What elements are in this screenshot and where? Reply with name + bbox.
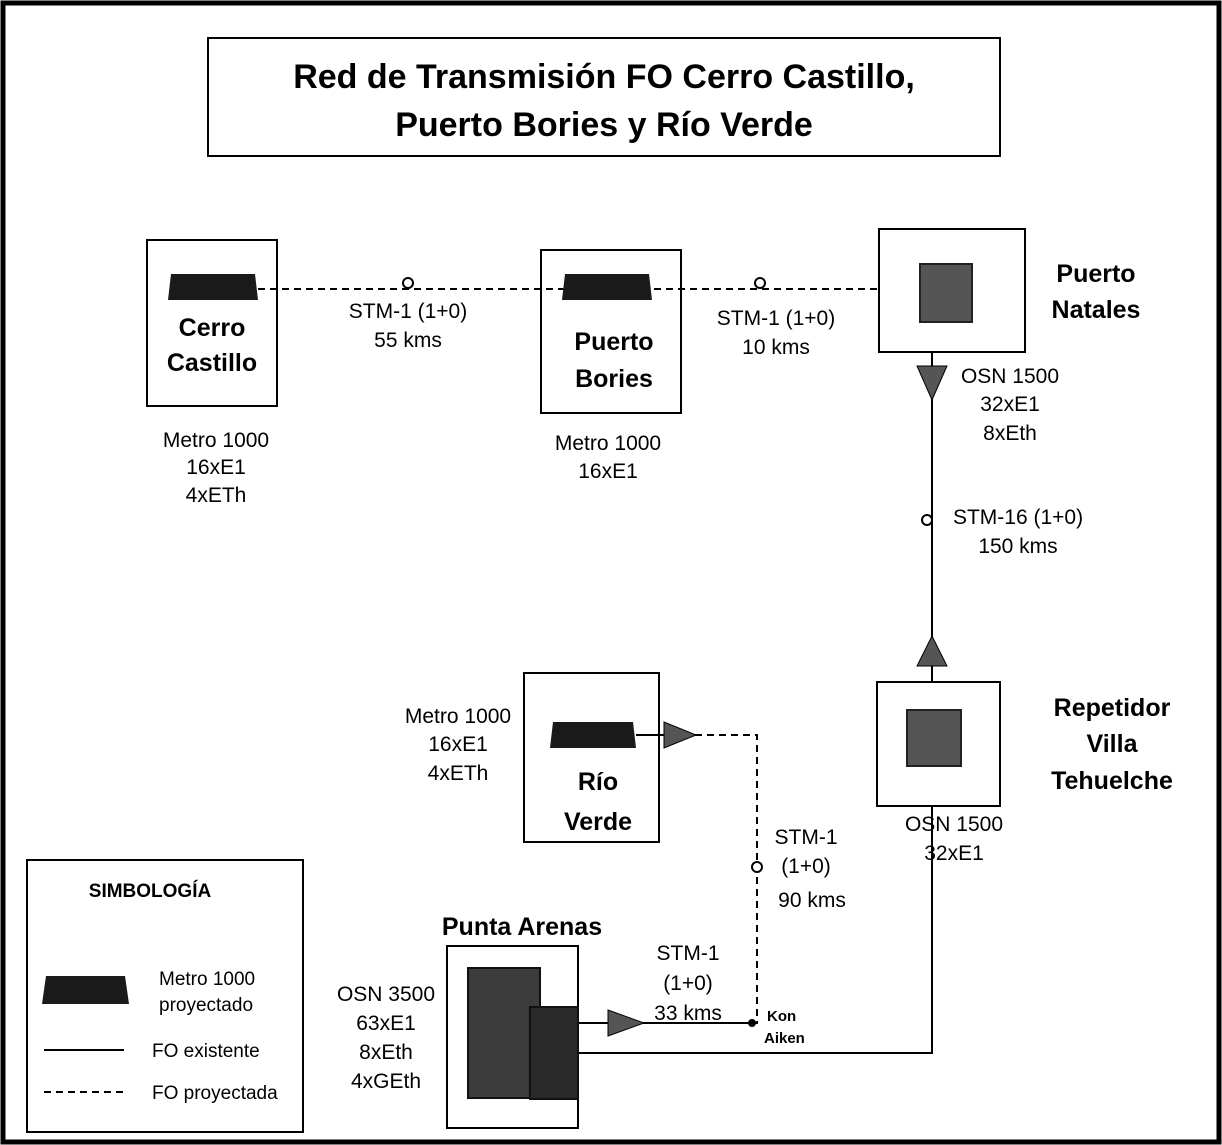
equipment-label: 16xE1 <box>578 460 638 483</box>
legend-label: proyectado <box>159 995 253 1016</box>
site-name: Bories <box>575 365 653 393</box>
site-name: Verde <box>564 808 632 836</box>
link-label: 90 kms <box>778 889 846 912</box>
link-label: (1+0) <box>781 855 831 878</box>
title-line-1: Red de Transmisión FO Cerro Castillo, <box>293 58 915 96</box>
osn-3500-side-icon <box>529 1006 579 1100</box>
site-name: Natales <box>1052 296 1141 324</box>
osn-1500-icon <box>906 709 962 767</box>
site-name: Tehuelche <box>1051 767 1173 795</box>
splice-marker <box>402 277 414 289</box>
splice-marker <box>754 277 766 289</box>
osn-1500-icon <box>919 263 973 323</box>
equipment-label: OSN 3500 <box>337 983 435 1006</box>
splice-marker <box>921 514 933 526</box>
equipment-label: 16xE1 <box>428 733 488 756</box>
site-box-rio-verde <box>523 672 660 843</box>
equipment-label: 8xEth <box>359 1041 413 1064</box>
metro-1000-icon <box>42 976 129 1004</box>
link-konaiken-rioverde <box>692 734 758 1024</box>
site-box-cerro-castillo <box>146 239 278 407</box>
equipment-label: Metro 1000 <box>405 705 511 728</box>
site-name: Castillo <box>167 349 257 377</box>
link-label: STM-1 <box>657 942 720 965</box>
equipment-label: 32xE1 <box>980 393 1040 416</box>
equipment-label: 16xE1 <box>186 456 246 479</box>
equipment-label: 4xETh <box>428 762 489 785</box>
link-label: 150 kms <box>978 535 1057 558</box>
metro-1000-icon <box>168 274 258 300</box>
site-name: Villa <box>1087 730 1139 758</box>
metro-1000-icon <box>562 274 652 300</box>
link-label: STM-1 <box>775 826 838 849</box>
equipment-label: 4xETh <box>186 484 247 507</box>
title-line-2: Puerto Bories y Río Verde <box>395 106 813 144</box>
equipment-label: Metro 1000 <box>555 432 661 455</box>
legend-label: Metro 1000 <box>159 969 255 990</box>
splice-marker <box>751 861 763 873</box>
arrow-right-icon <box>607 1009 646 1037</box>
link-tehuelche-puntaarenas <box>578 806 933 1054</box>
link-label: 33 kms <box>654 1002 722 1025</box>
site-box-puerto-bories <box>540 249 682 414</box>
equipment-label: 32xE1 <box>924 842 984 865</box>
equipment-label: Metro 1000 <box>163 429 269 452</box>
link-label: (1+0) <box>663 972 713 995</box>
metro-1000-icon <box>550 722 636 748</box>
arrow-up-icon <box>916 634 948 667</box>
site-name: Puerto <box>574 328 653 356</box>
equipment-label: 4xGEth <box>351 1070 421 1093</box>
site-name: Puerto <box>1056 260 1135 288</box>
equipment-label: OSN 1500 <box>961 365 1059 388</box>
site-name: Repetidor <box>1054 694 1171 722</box>
arrow-down-icon <box>916 365 948 402</box>
link-label: STM-1 (1+0) <box>717 307 835 330</box>
legend-label: FO proyectada <box>152 1083 278 1104</box>
equipment-label: OSN 1500 <box>905 813 1003 836</box>
site-name: Punta Arenas <box>442 913 602 941</box>
equipment-label: 8xEth <box>983 422 1037 445</box>
legend-title: SIMBOLOGÍA <box>89 880 212 902</box>
arrow-right-icon <box>663 721 698 749</box>
site-name: Río <box>578 768 618 796</box>
equipment-label: 63xE1 <box>356 1012 416 1035</box>
legend-label: FO existente <box>152 1041 260 1062</box>
node-name: Aiken <box>764 1030 805 1047</box>
link-label: STM-1 (1+0) <box>349 300 467 323</box>
site-name: Cerro <box>179 314 246 342</box>
link-label: STM-16 (1+0) <box>953 506 1083 529</box>
link-label: 55 kms <box>374 329 442 352</box>
node-name: Kon <box>767 1008 796 1025</box>
link-label: 10 kms <box>742 336 810 359</box>
title-box <box>207 37 1001 157</box>
